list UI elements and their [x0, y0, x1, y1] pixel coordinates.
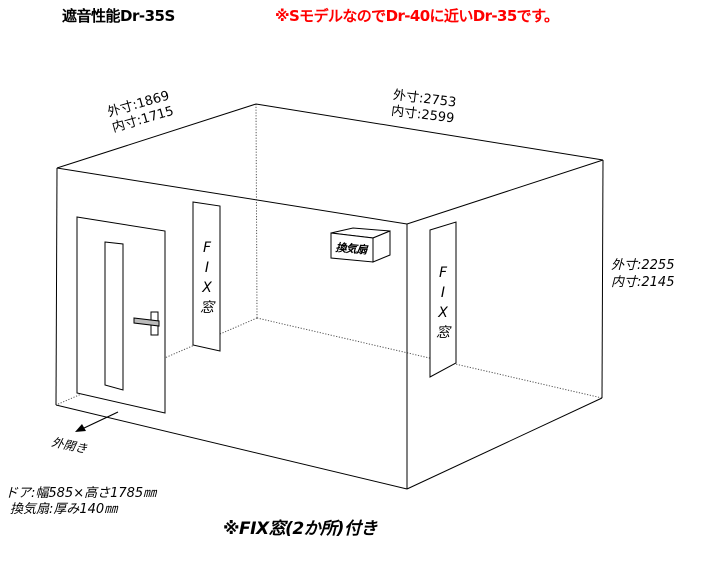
top-right-edge	[406, 159, 604, 225]
back-right-vertical-edge	[601, 159, 604, 399]
top-back-edge	[255, 103, 604, 161]
fix-label-char: X	[438, 305, 448, 321]
fix-label-char: I	[204, 260, 210, 276]
front-left-vertical-edge	[55, 167, 58, 406]
door-size-spec: ドア:幅585×高さ1785㎜	[5, 486, 157, 501]
right-floor-edge	[406, 397, 603, 490]
fix-window-right-label: F I X 窓	[430, 263, 456, 343]
top-front-edge	[56, 167, 408, 225]
door-handle-lever-icon	[133, 317, 160, 327]
vent-thickness-spec: 換気扇:厚み140㎜	[10, 502, 118, 517]
page-title: 遮音性能Dr-35S	[62, 7, 175, 25]
model-note: ※SモデルなのでDr-40に近いDr-35です。	[275, 7, 559, 25]
spec-notes: ドア:幅585×高さ1785㎜ 換気扇:厚み140㎜	[5, 486, 156, 518]
door-glass-slit	[104, 241, 124, 391]
door-open-arrow-icon	[75, 411, 119, 432]
front-floor-edge	[55, 404, 408, 490]
vent-front-face	[330, 232, 374, 263]
fix-label-char: F	[202, 240, 212, 256]
fix-label-char: X	[202, 280, 212, 296]
back-left-vertical-edge	[255, 103, 258, 319]
fix-window-right	[429, 221, 457, 378]
box-edges	[55, 103, 604, 490]
fix-label-char: 窓	[200, 300, 214, 316]
height-inner: 内寸:2145	[611, 275, 675, 290]
fix-window-count-note: ※FIX窓(2か所)付き	[223, 519, 377, 539]
fix-label-char: I	[440, 285, 446, 301]
vent-label: 換気扇	[334, 241, 368, 257]
vent-fan-box	[330, 227, 391, 263]
door	[76, 216, 166, 414]
fix-label-char: F	[438, 265, 448, 281]
height-dimension-label: 外寸:2255 内寸:2145	[611, 257, 674, 291]
fix-label-char: 窓	[436, 325, 450, 341]
height-outer: 外寸:2255	[611, 258, 675, 273]
fix-window-front-label: F I X 窓	[194, 238, 220, 318]
fix-window-front	[192, 201, 221, 352]
top-left-edge	[56, 103, 257, 169]
